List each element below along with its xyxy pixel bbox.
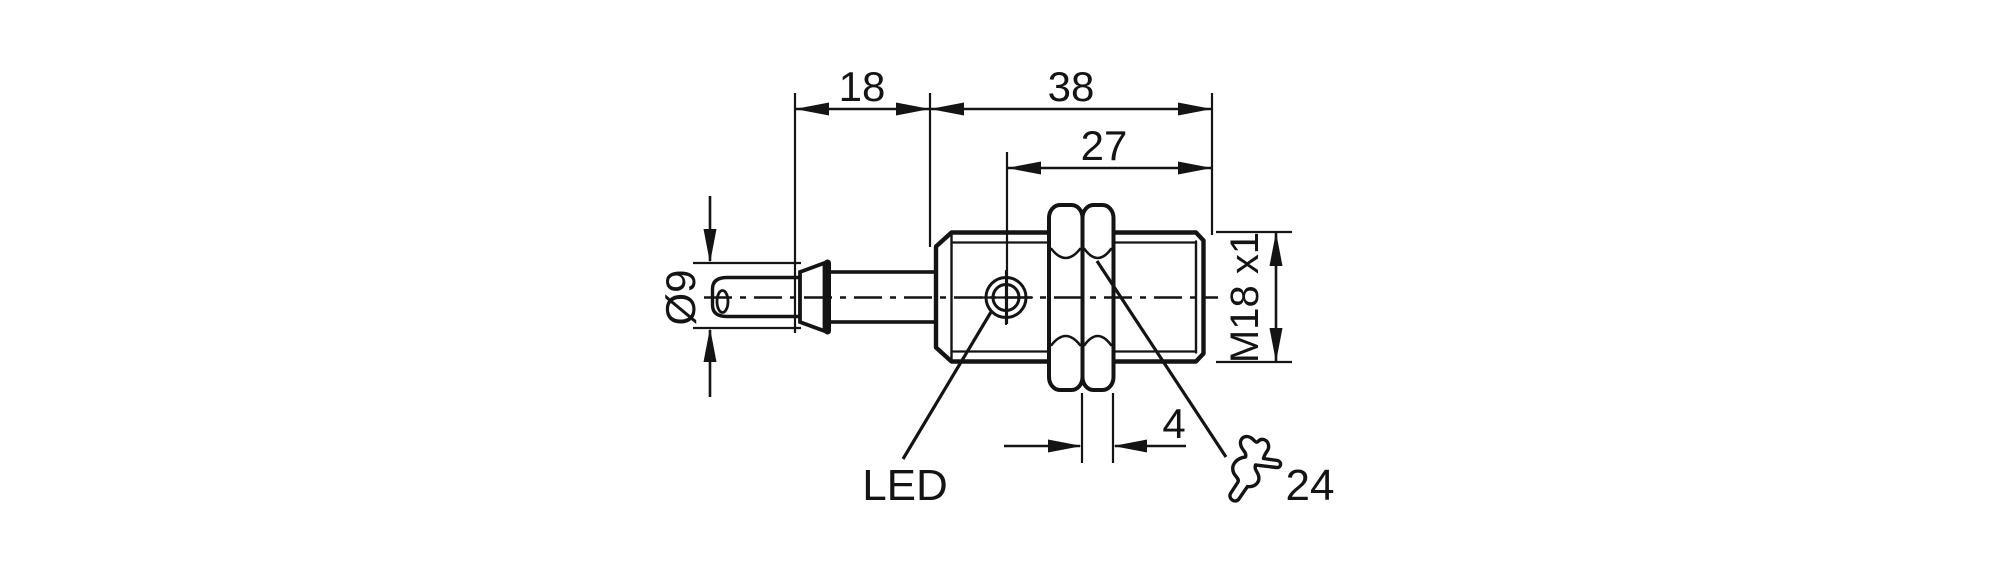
led-label: LED — [862, 461, 948, 510]
sensor-body — [710, 203, 1206, 392]
dim-18-label: 18 — [839, 63, 886, 110]
dim-4-label: 4 — [1162, 400, 1185, 447]
led-leader-line — [901, 311, 993, 460]
dim-38-label: 38 — [1048, 63, 1095, 110]
wrench-size-label: 24 — [1286, 461, 1335, 510]
wrench-leader-line — [1095, 260, 1228, 458]
wrench-icon — [1228, 434, 1283, 503]
dimension-arrowheads — [703, 102, 1283, 453]
cable-end-face — [715, 289, 730, 314]
dim-27-label: 27 — [1081, 122, 1128, 169]
thread-designation-label: M18 x1 — [1223, 232, 1267, 363]
dim-diameter9-label: Ø9 — [657, 269, 704, 325]
dimensions — [693, 93, 1292, 463]
